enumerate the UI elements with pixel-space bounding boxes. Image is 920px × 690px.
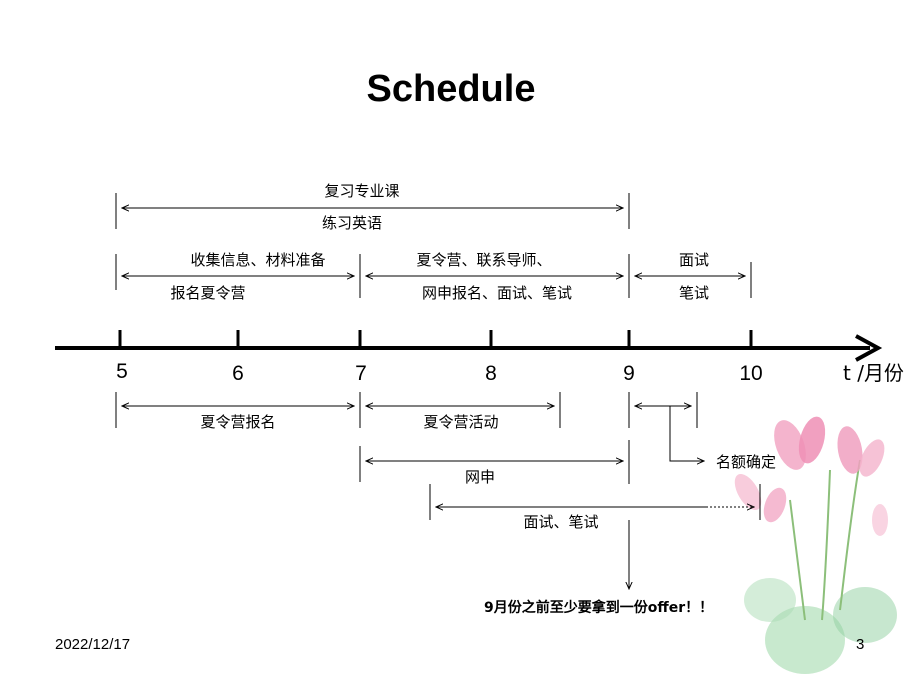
flower-decoration: [734, 416, 897, 674]
tick-label-6: 6: [232, 362, 244, 385]
axis-label: t /月份: [843, 361, 904, 385]
boundary-markers: [115, 193, 761, 520]
camp-top-label: 夏令营、联系导师、: [416, 251, 552, 269]
span-arrows: [122, 208, 754, 589]
tick-label-9: 9: [623, 362, 635, 385]
camp-signup-label: 夏令营报名: [200, 413, 276, 431]
collect-bottom-label: 报名夏令营: [170, 284, 246, 302]
time-axis: [55, 330, 883, 362]
page-number: 3: [856, 636, 865, 653]
interview-bottom-label: 笔试: [678, 284, 710, 302]
tick-label-8: 8: [485, 362, 497, 385]
tick-label-10: 10: [739, 362, 763, 385]
interview-top-label: 面试: [678, 251, 710, 269]
tick-label-5: 5: [116, 360, 128, 383]
camp-bottom-label: 网申报名、面试、笔试: [421, 284, 573, 302]
review-bottom-label: 练习英语: [321, 214, 383, 232]
online-apply-label: 网申: [464, 468, 496, 486]
review-top-label: 复习专业课: [324, 182, 400, 200]
tick-label-7: 7: [355, 362, 367, 385]
quota-label: 名额确定: [716, 453, 777, 471]
slide-title: Schedule: [366, 68, 536, 110]
collect-top-label: 收集信息、材料准备: [190, 251, 326, 269]
slide-date: 2022/12/17: [55, 636, 131, 653]
camp-activity-label: 夏令营活动: [423, 413, 499, 431]
offer-note: 9月份之前至少要拿到一份offer！！: [484, 600, 714, 616]
exams-label: 面试、笔试: [523, 513, 599, 531]
